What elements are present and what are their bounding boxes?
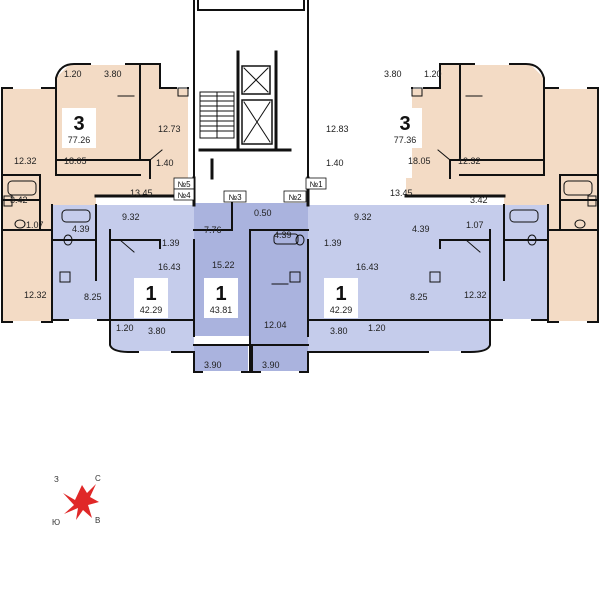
apartment-right-3room: [406, 64, 598, 322]
elevator-shaft-2: [241, 99, 273, 145]
room-area: 1.20: [368, 323, 386, 333]
room-area: 3.80: [384, 69, 402, 79]
compass-west: З: [54, 475, 59, 484]
compass-star: [63, 484, 99, 520]
elevator-cross-1: [243, 67, 269, 93]
room-area: 3.90: [262, 360, 280, 370]
wall-interior-left: [1, 63, 195, 337]
room-area: 12.32: [458, 156, 481, 166]
apartment-badge: 1 42.29: [324, 278, 358, 318]
unit-tag: №4: [177, 191, 191, 200]
room-area: 7.76: [204, 225, 222, 235]
bathtub-icon: [7, 180, 593, 245]
room-area: 1.20: [424, 69, 442, 79]
apartment-area: 42.29: [140, 305, 163, 315]
room-area: 3.90: [204, 360, 222, 370]
room-area: 12.73: [158, 124, 181, 134]
unit-tags: №5 №4 №3 №2 №1: [173, 177, 327, 203]
elevator-shaft-1: [241, 65, 271, 95]
room-area: 1.40: [156, 158, 174, 168]
compass-east: В: [95, 516, 100, 525]
stairs-icon: [199, 91, 235, 139]
balcony-center-left: [194, 345, 248, 373]
room-area: 1.39: [162, 238, 180, 248]
apartment-badge: 1 43.81: [204, 278, 238, 318]
room-area: 3.80: [330, 326, 348, 336]
room-area: 18.05: [408, 156, 431, 166]
apartment-rooms: 3: [73, 113, 84, 135]
wall-interior-right: [307, 63, 599, 337]
apartment-rooms: 1: [215, 283, 226, 305]
compass-rose-icon: С В Ю З: [52, 474, 101, 527]
room-area: 3.42: [470, 195, 488, 205]
room-area: 4.39: [412, 224, 430, 234]
unit-tag: №1: [309, 180, 323, 189]
apartment-rooms: 3: [399, 113, 410, 135]
apartment-badge: 3 77.26: [62, 108, 96, 148]
balcony-center-right: [252, 345, 308, 373]
unit-tag: №5: [177, 180, 191, 189]
compass-north: С: [95, 474, 101, 483]
compass-south: Ю: [52, 518, 60, 527]
sink-icon: [3, 87, 597, 283]
room-area: 0.50: [254, 208, 272, 218]
unit-tag: №3: [228, 193, 242, 202]
room-area: 13.45: [130, 188, 153, 198]
room-area: 9.32: [354, 212, 372, 222]
door-marks: [117, 95, 483, 285]
apartment-area: 43.81: [210, 305, 233, 315]
room-area: 3.80: [104, 69, 122, 79]
room-area: 4.39: [274, 230, 292, 240]
room-area: 12.83: [326, 124, 349, 134]
apartment-left-3room: [2, 64, 194, 322]
apartment-area: 77.36: [394, 135, 417, 145]
room-area: 4.39: [72, 224, 90, 234]
apartment-area: 42.29: [330, 305, 353, 315]
elevator-cross-2: [243, 101, 271, 143]
toilet-icon: [14, 219, 586, 246]
apartment-badge: 1 42.29: [134, 278, 168, 318]
room-area: 15.22: [212, 260, 235, 270]
room-area: 1.07: [26, 220, 44, 230]
room-area: 16.43: [158, 262, 181, 272]
apartment-rooms: 1: [145, 283, 156, 305]
wall-core-shaft: [193, 0, 309, 179]
room-area: 1.20: [64, 69, 82, 79]
room-area: 1.39: [324, 238, 342, 248]
room-area: 12.32: [14, 156, 37, 166]
wall-1room-outline: [51, 204, 549, 373]
room-area: 8.25: [410, 292, 428, 302]
room-area: 13.45: [390, 188, 413, 198]
room-area: 12.32: [24, 290, 47, 300]
walls: [1, 0, 599, 373]
room-area: 3.80: [148, 326, 166, 336]
room-area: 12.04: [264, 320, 287, 330]
room-area: 9.32: [122, 212, 140, 222]
apartment-area: 77.26: [68, 135, 91, 145]
room-area-labels: 1.20 3.80 12.73 12.32 18.05 1.40 13.45 3…: [10, 69, 488, 370]
apartment-right-1room: [308, 205, 548, 352]
room-area: 16.43: [356, 262, 379, 272]
apartment-rooms: 1: [335, 283, 346, 305]
apartment-badges: 3 77.26 3 77.36 1 42.29 1 43.81 1 42.29: [62, 108, 422, 318]
room-area: 1.07: [466, 220, 484, 230]
room-area: 1.40: [326, 158, 344, 168]
room-area: 18.05: [64, 156, 87, 166]
wall-interior-center: [193, 202, 309, 346]
unit-tag: №2: [288, 193, 302, 202]
wall-core-inner: [198, 50, 292, 180]
apartment-fills: [2, 64, 598, 373]
apartment-badge: 3 77.36: [388, 108, 422, 148]
room-area: 12.32: [464, 290, 487, 300]
room-area: 1.20: [116, 323, 134, 333]
room-area: 3.42: [10, 195, 28, 205]
room-area: 8.25: [84, 292, 102, 302]
